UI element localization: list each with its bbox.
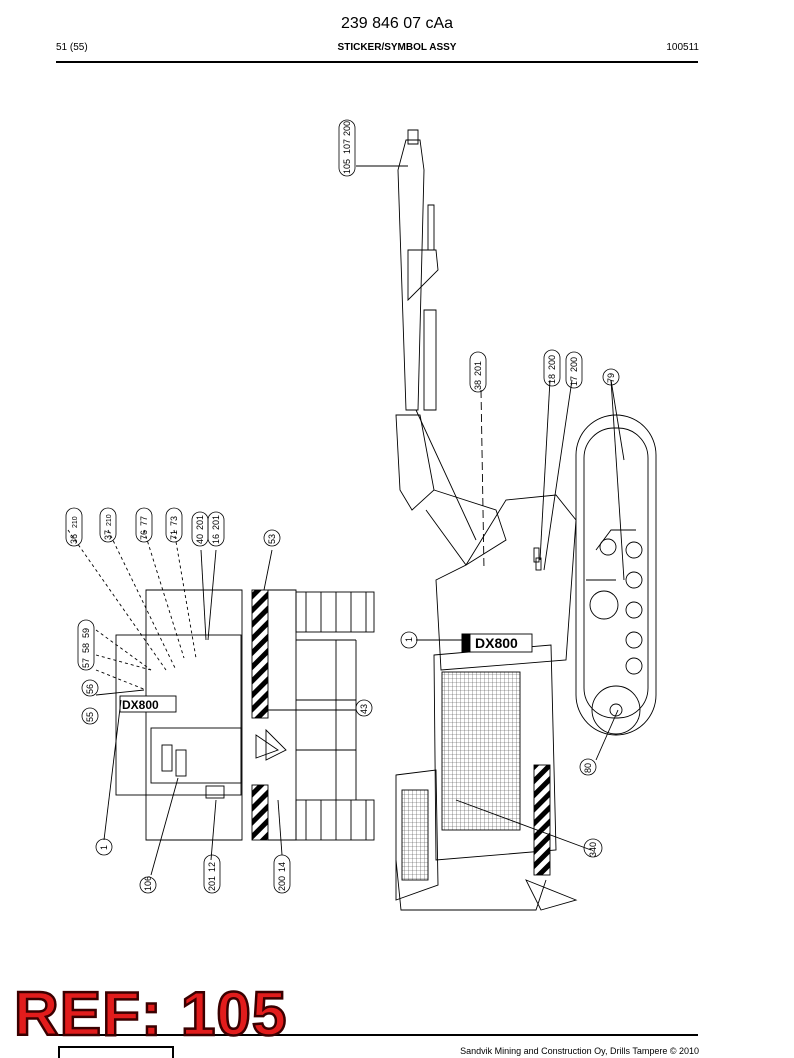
callout-36: 36 — [69, 534, 79, 544]
callout-16: 16 — [211, 534, 221, 544]
callout-18: 18 — [547, 374, 557, 384]
model-plate-rear: DX800 — [122, 698, 159, 712]
technical-drawing: DX800 DX800 — [65, 119, 657, 911]
callout-56: 56 — [85, 684, 95, 694]
callouts: 105 107 200 38 201 18 200 17 200 79 1 80… — [65, 119, 620, 894]
callout-59: 59 — [81, 628, 91, 638]
callout-200-d: 200 — [277, 876, 287, 891]
callout-38: 38 — [473, 380, 483, 390]
callout-105: 105 — [342, 159, 352, 174]
callout-200-c: 200 — [569, 357, 579, 372]
callout-201-d: 201 — [207, 876, 217, 891]
callout-106: 106 — [143, 876, 153, 891]
model-plate-side: DX800 — [475, 635, 518, 651]
callout-210-a: 210 — [72, 516, 79, 528]
callout-40: 40 — [195, 534, 205, 544]
callout-73: 73 — [169, 516, 179, 526]
callout-12: 12 — [207, 862, 217, 872]
callout-55: 55 — [85, 712, 95, 722]
callout-37: 37 — [103, 530, 113, 540]
date-code: 100511 — [666, 42, 699, 53]
reference-stamp: REF: 105 — [13, 980, 288, 1049]
callout-210-b: 210 — [106, 514, 113, 526]
callout-14: 14 — [277, 862, 287, 872]
callout-79: 79 — [606, 373, 616, 383]
callout-201-c: 201 — [211, 515, 221, 530]
callout-201-a: 201 — [473, 361, 483, 376]
callout-107: 107 — [342, 139, 352, 154]
rear-view: DX800 — [67, 529, 375, 876]
callout-200-a: 200 — [342, 121, 352, 136]
callout-53: 53 — [267, 534, 277, 544]
header-divider — [56, 61, 698, 63]
callout-1-rear: 1 — [99, 845, 109, 850]
callout-201-b: 201 — [195, 515, 205, 530]
callout-57: 57 — [81, 658, 91, 668]
copyright-notice: Sandvik Mining and Construction Oy, Dril… — [460, 1046, 699, 1056]
callout-17: 17 — [569, 376, 579, 386]
callout-58: 58 — [81, 643, 91, 653]
callout-200-b: 200 — [547, 355, 557, 370]
callout-77: 77 — [139, 516, 149, 526]
callout-340: 340 — [588, 842, 598, 857]
sandvik-logo — [58, 1046, 174, 1058]
callout-71: 71 — [169, 530, 179, 540]
document-number: 239 846 07 cAa — [340, 15, 454, 32]
callout-1-side: 1 — [404, 637, 414, 642]
callout-43: 43 — [359, 704, 369, 714]
page-number: 51 (55) — [56, 42, 88, 53]
side-view: DX800 — [356, 129, 657, 911]
document-title: STICKER/SYMBOL ASSY — [337, 42, 457, 53]
footer-divider — [56, 1034, 698, 1036]
callout-76: 76 — [139, 530, 149, 540]
callout-80: 80 — [583, 763, 593, 773]
